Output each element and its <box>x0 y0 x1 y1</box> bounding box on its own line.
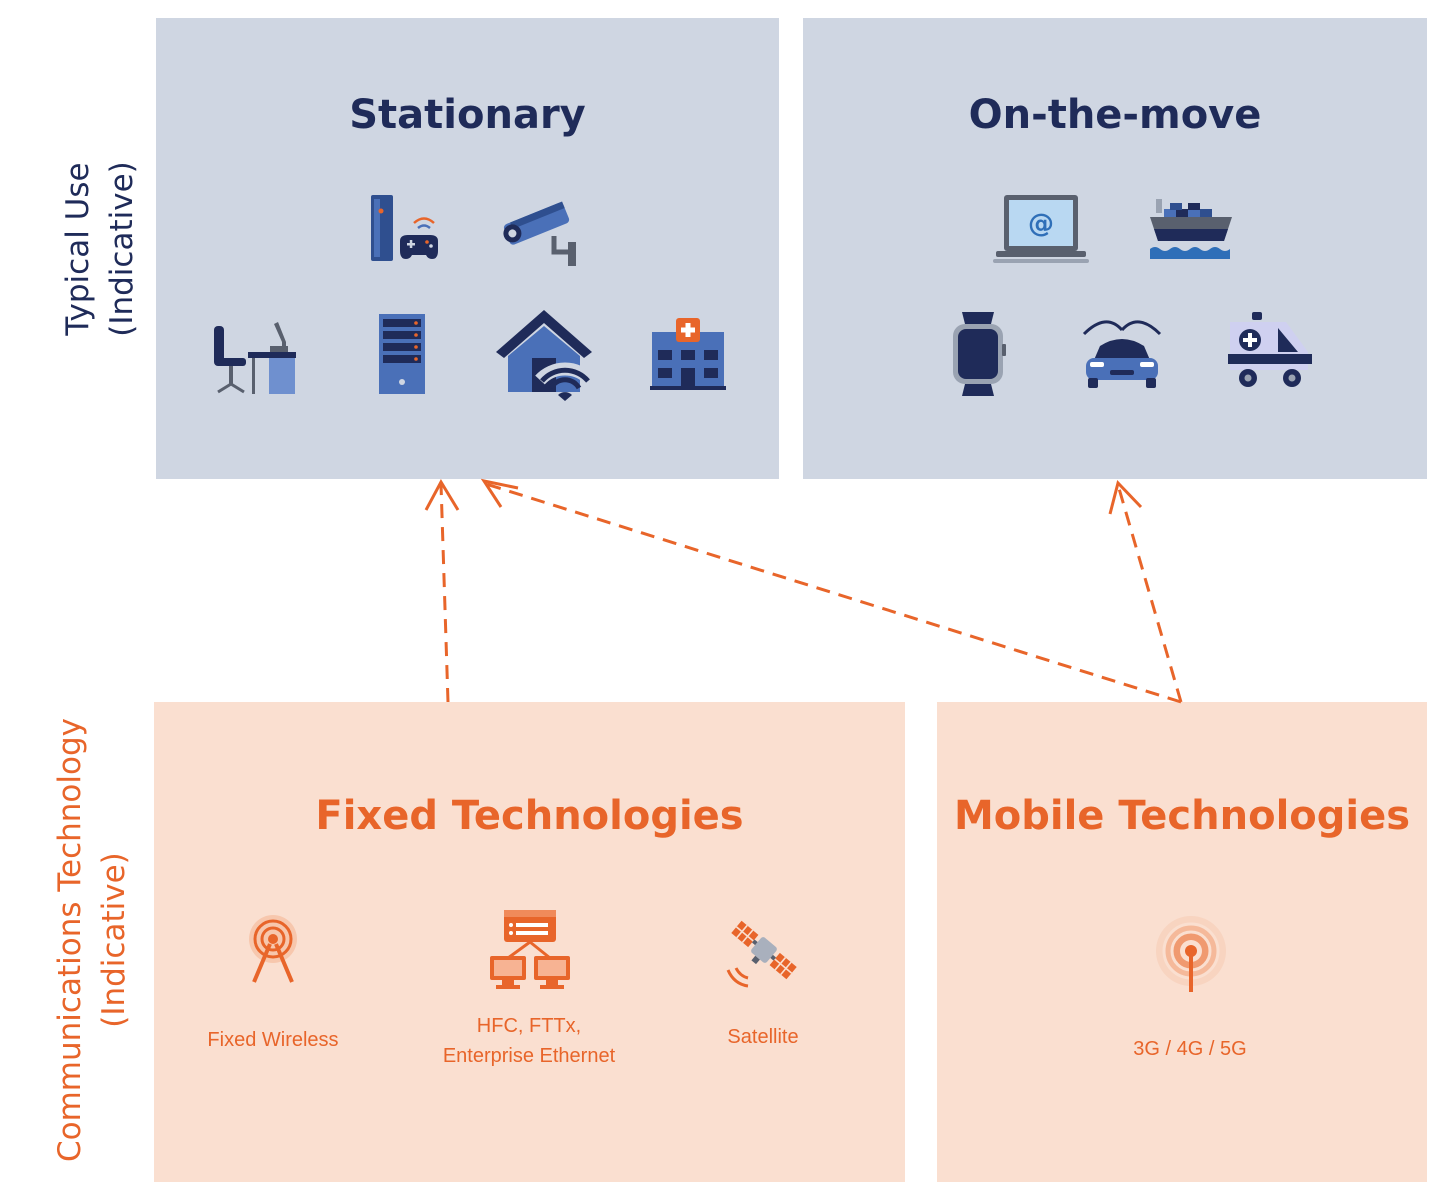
hfc-fttx-label: HFC, FTTx, Enterprise Ethernet <box>409 1011 649 1071</box>
communications-technology-label: Communications Technology (Indicative) <box>48 700 136 1180</box>
3g-4g-5g-label: 3G / 4G / 5G <box>1133 1038 1247 1060</box>
fixed-technologies-title: Fixed Technologies <box>315 793 744 839</box>
gaming-pc-icon <box>368 193 442 263</box>
typical-use-label-line1: Typical Use <box>60 162 96 336</box>
autonomous-car-icon <box>1080 316 1164 390</box>
security-camera-icon <box>498 192 584 268</box>
communications-technology-label-line2: (Indicative) <box>96 852 132 1028</box>
arrow-fixed-to-stationary <box>439 483 450 703</box>
fixed-wireless-label: Fixed Wireless <box>207 1029 339 1051</box>
hfc-fttx-label-line1: HFC, FTTx, <box>476 1015 582 1037</box>
stationary-panel <box>156 18 779 479</box>
antenna-signal-icon <box>1154 914 1228 994</box>
laptop-icon: @ <box>992 193 1090 267</box>
arrow-head-fixed-to-stationary <box>424 478 460 511</box>
arrow-head-mobile-to-on-the-move <box>1108 480 1143 515</box>
office-desk-icon <box>212 312 298 396</box>
on-the-move-panel <box>803 18 1427 479</box>
typical-use-label: Typical Use (Indicative) <box>56 99 144 399</box>
hospital-icon <box>648 316 728 392</box>
mobile-technologies-title: Mobile Technologies <box>953 793 1411 839</box>
cargo-ship-icon <box>1148 197 1234 261</box>
smart-home-icon <box>494 308 594 402</box>
satellite-icon <box>724 912 804 988</box>
network-icon <box>488 908 572 992</box>
arrow-mobile-to-on-the-move <box>1116 484 1183 703</box>
hfc-fttx-label-line2: Enterprise Ethernet <box>442 1045 616 1067</box>
on-the-move-title: On-the-move <box>968 92 1262 138</box>
satellite-label: Satellite <box>727 1026 799 1048</box>
ambulance-icon <box>1226 310 1314 390</box>
communications-technology-label-line1: Communications Technology <box>52 718 88 1162</box>
smartwatch-icon <box>950 310 1006 398</box>
svg-text:@: @ <box>1028 209 1054 239</box>
server-icon <box>378 313 426 395</box>
arrow-mobile-to-stationary <box>485 482 1182 704</box>
typical-use-label-line2: (Indicative) <box>104 161 140 337</box>
stationary-title: Stationary <box>349 92 586 138</box>
radio-tower-icon <box>246 912 300 984</box>
arrow-head-mobile-to-stationary <box>480 478 519 508</box>
